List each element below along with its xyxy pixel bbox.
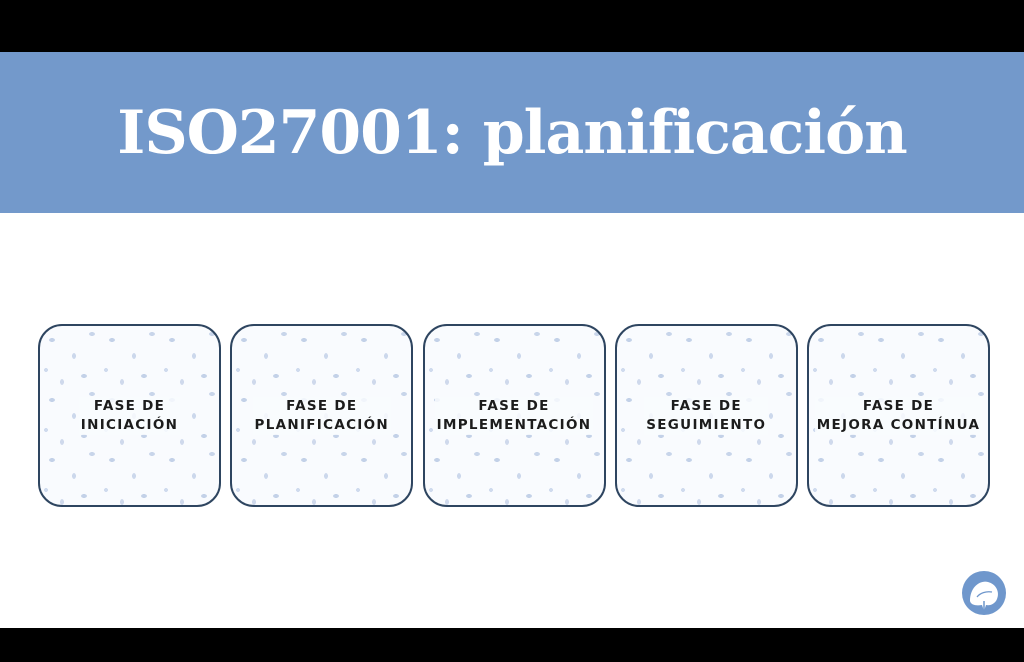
phase-card-iniciacion: FASE DE INICIACIÓN [38,324,221,507]
phase-label: FASE DE SEGUIMIENTO [644,396,769,435]
ginkgo-leaf-icon [962,571,1006,615]
phase-label-line2: IMPLEMENTACIÓN [436,416,592,433]
phase-card-planificacion: FASE DE PLANIFICACIÓN [230,324,414,507]
phase-label-line1: FASE DE [670,397,742,414]
slide: ISO27001: planificación FASE DE INICIACI… [0,52,1024,628]
phase-label: FASE DE IMPLEMENTACIÓN [434,396,594,435]
phase-label-line2: MEJORA CONTÍNUA [816,416,981,433]
phase-card-mejora-continua: FASE DE MEJORA CONTÍNUA [807,324,990,507]
phase-label-line1: FASE DE [286,397,358,414]
phase-cards: FASE DE INICIACIÓN FASE DE PLANIFICACIÓN… [38,324,990,511]
phase-card-seguimiento: FASE DE SEGUIMIENTO [614,324,798,507]
phase-label-line1: FASE DE [478,397,550,414]
phase-label: FASE DE PLANIFICACIÓN [252,396,391,435]
phase-label: FASE DE MEJORA CONTÍNUA [814,396,983,435]
phase-label: FASE DE INICIACIÓN [78,396,181,435]
title-banner: ISO27001: planificación [0,52,1024,213]
phase-label-line2: SEGUIMIENTO [646,416,767,433]
phase-label-line1: FASE DE [862,397,935,414]
slide-title: ISO27001: planificación [117,97,907,168]
phase-card-implementacion: FASE DE IMPLEMENTACIÓN [422,324,606,507]
phase-label-line2: PLANIFICACIÓN [254,416,389,433]
phase-label-line1: FASE DE [93,397,166,414]
phase-label-line2: INICIACIÓN [80,416,179,433]
